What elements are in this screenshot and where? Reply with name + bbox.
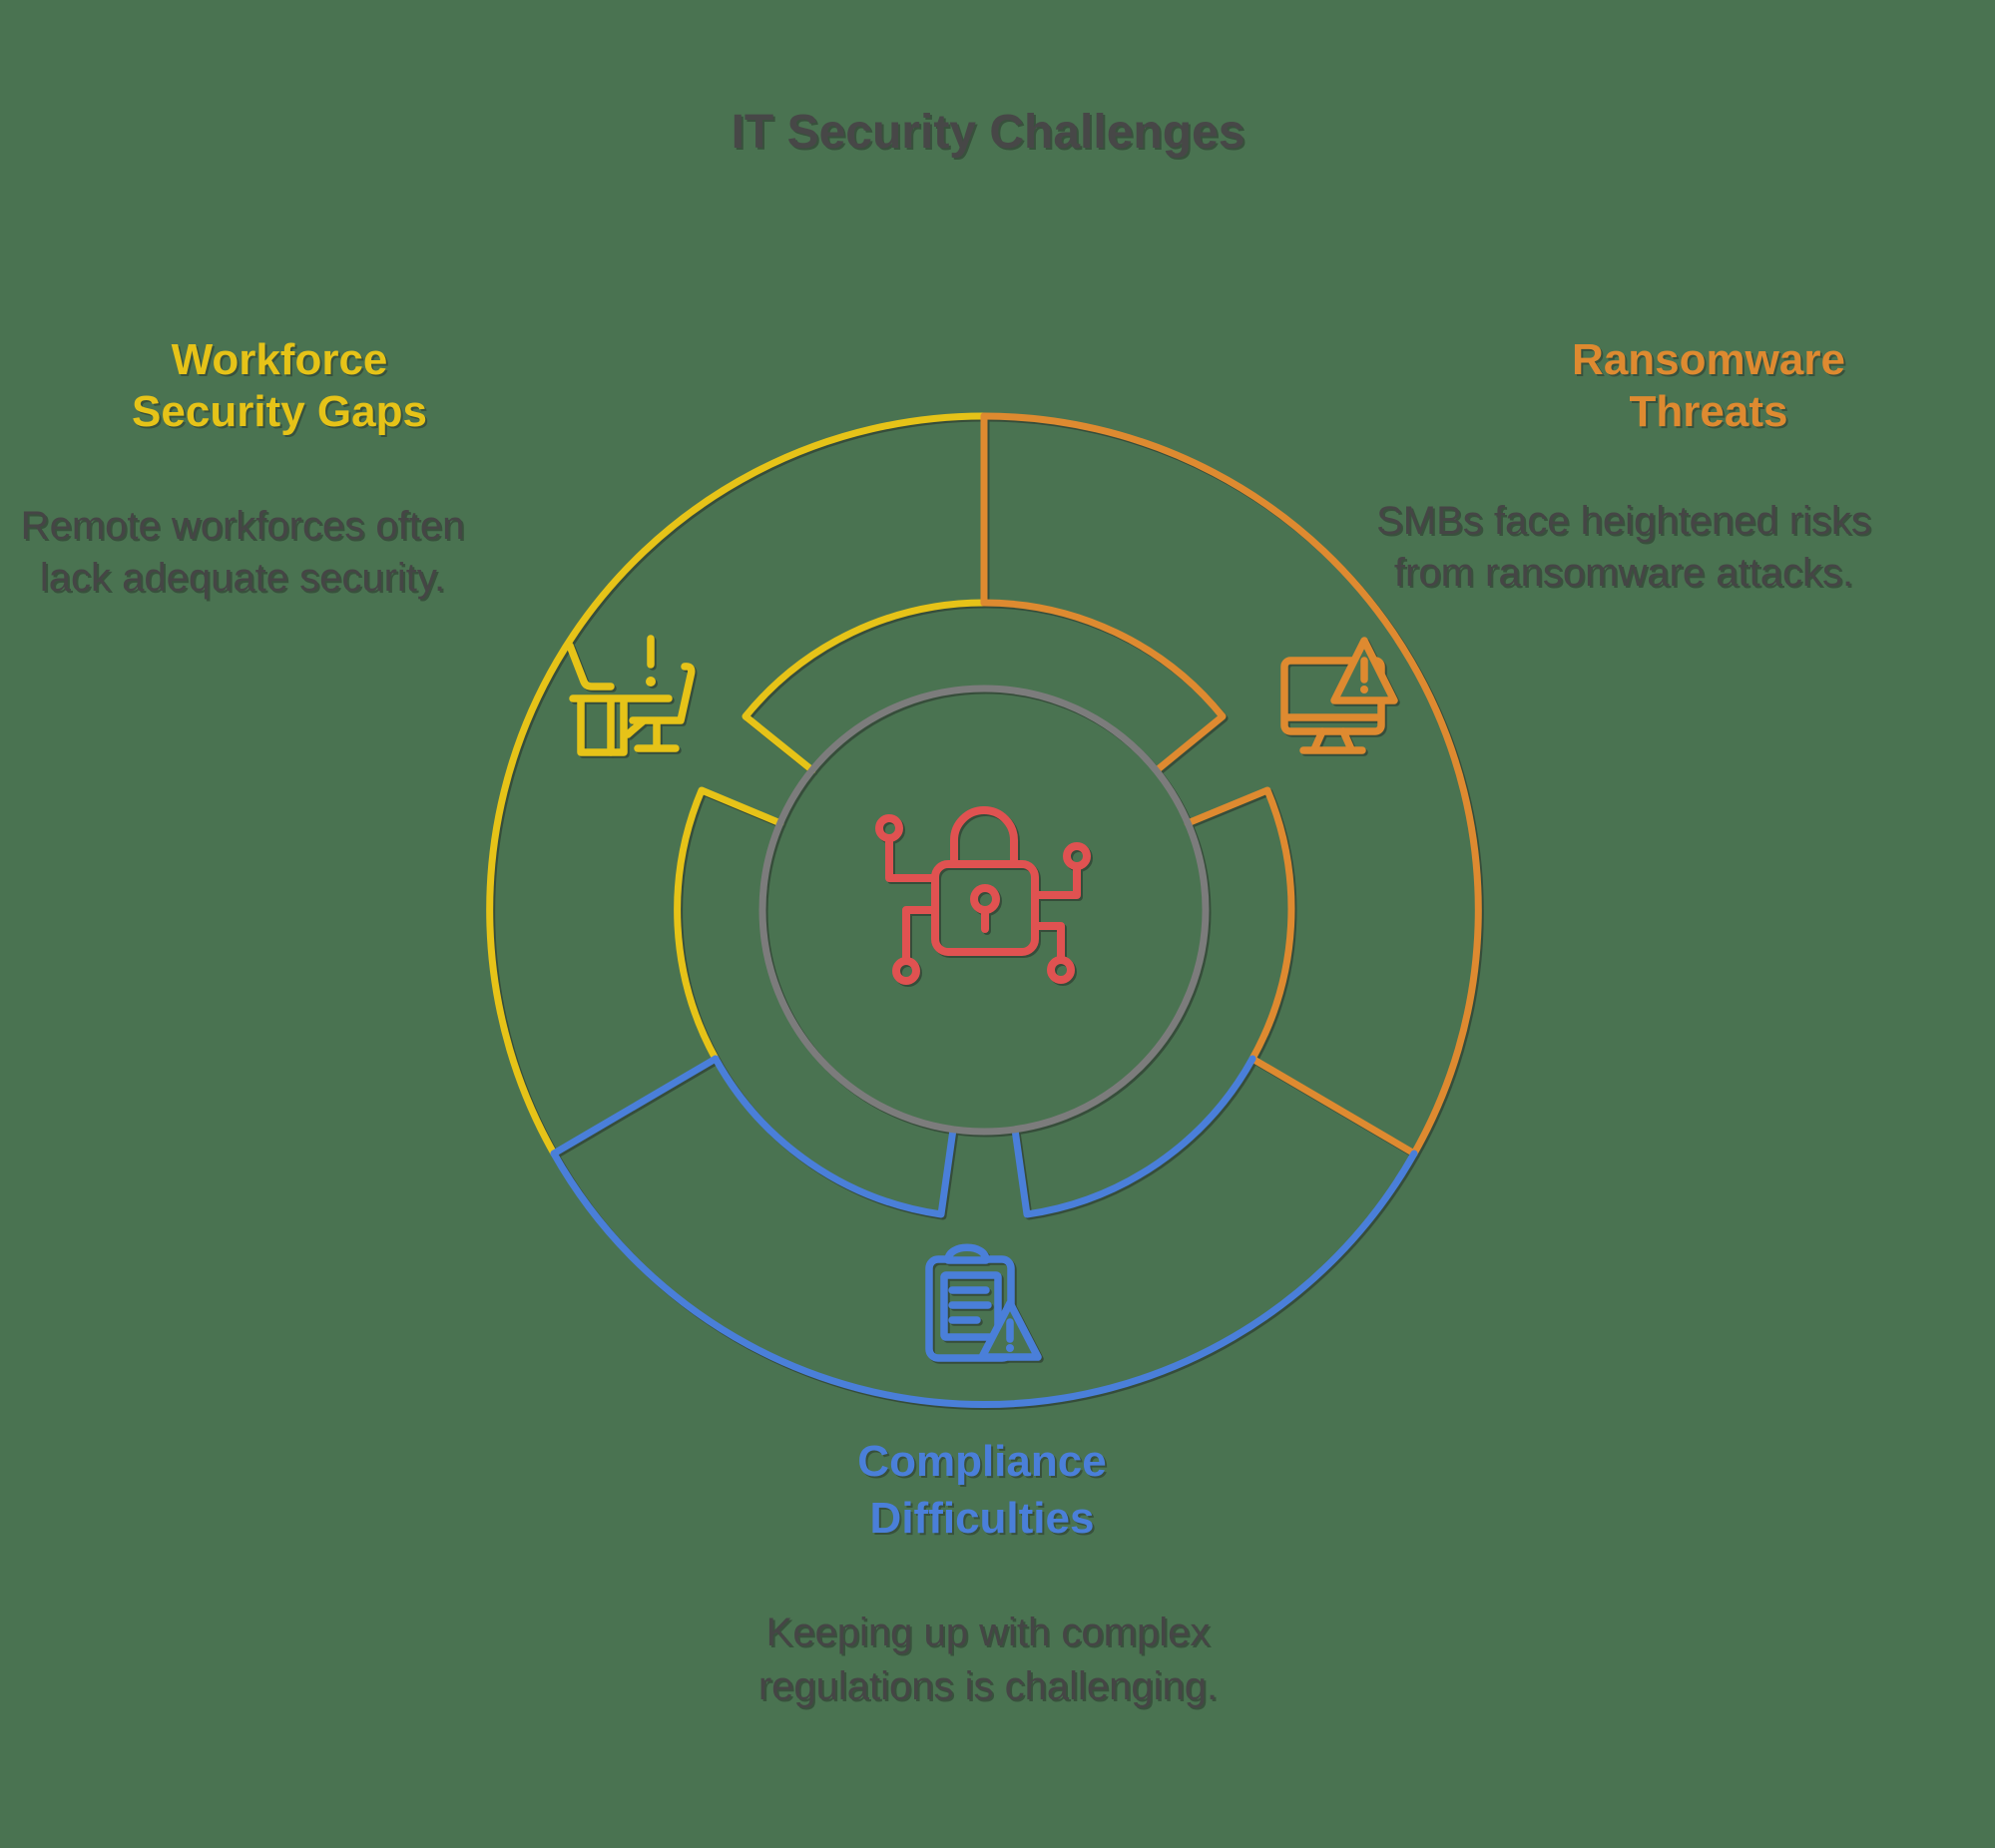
- monitor-warning-icon: [1280, 637, 1398, 754]
- description-line: SMBs face heightened risks: [1376, 499, 1871, 543]
- middle-arc-blue-left: [712, 1055, 957, 1218]
- circuit-node: [1047, 956, 1075, 984]
- page-title: IT Security Challenges: [731, 106, 1246, 159]
- middle-arc-yellow-lower: [674, 786, 784, 1063]
- heading-line: Security Gaps: [132, 387, 427, 436]
- warning-exclamation-dot: [1006, 1344, 1014, 1352]
- circuit-node: [1063, 842, 1091, 870]
- description-workforce: Remote workforces often lack adequate se…: [21, 500, 465, 604]
- divider-bottom-left: [550, 1055, 720, 1157]
- heading-line: Difficulties: [869, 1494, 1095, 1543]
- clipboard-text-lines: [948, 1286, 992, 1324]
- heading-line: Ransomware: [1572, 335, 1845, 384]
- clipboard-warning-icon: [925, 1243, 1042, 1362]
- description-compliance: Keeping up with complex regulations is c…: [758, 1606, 1218, 1713]
- circuit-node: [875, 814, 903, 842]
- heading-workforce: Workforce Security Gaps: [132, 334, 427, 438]
- chair-back-seat: [629, 663, 696, 724]
- description-line: regulations is challenging.: [757, 1664, 1219, 1708]
- desk-lamp: [566, 642, 615, 691]
- heading-ransomware: Ransomware Threats: [1572, 334, 1845, 438]
- inner-circle: [758, 685, 1210, 1136]
- middle-arc-yellow-upper: [742, 599, 988, 774]
- heading-line: Threats: [1629, 387, 1788, 436]
- segment-arc-ransomware: [980, 412, 1482, 1157]
- middle-arc-blue-right: [1011, 1055, 1256, 1218]
- heading-line: Compliance: [857, 1437, 1107, 1486]
- desk-legs: [577, 695, 628, 756]
- description-ransomware: SMBs face heightened risks from ransomwa…: [1376, 495, 1871, 599]
- circuit-traces: [885, 835, 1081, 963]
- outer-arc-blue: [550, 1150, 1418, 1408]
- desk-chair-alert-icon: [566, 635, 696, 756]
- heading-line: Workforce: [171, 335, 388, 384]
- lock-shackle: [950, 806, 1018, 868]
- clipboard-page: [940, 1271, 1002, 1341]
- clipboard-clip: [944, 1243, 990, 1264]
- alert-exclamation-dot: [646, 677, 656, 687]
- middle-arc-orange-upper: [980, 599, 1227, 774]
- segment-arc-workforce: [486, 412, 988, 1157]
- heading-compliance: Compliance Difficulties: [857, 1433, 1106, 1547]
- warning-exclamation-dot: [1360, 686, 1368, 693]
- middle-arc-orange-lower: [1184, 786, 1295, 1063]
- description-line: from ransomware attacks.: [1393, 551, 1854, 595]
- chair-strut: [624, 717, 647, 738]
- circuit-node: [892, 957, 920, 985]
- cyber-security-lock-icon: [875, 806, 1091, 985]
- outer-arc-orange: [980, 412, 1482, 1157]
- outer-arc-yellow: [486, 412, 988, 1157]
- description-line: Keeping up with complex: [765, 1611, 1211, 1654]
- description-line: lack adequate security.: [39, 556, 446, 600]
- segment-arc-compliance: [550, 1055, 1418, 1408]
- description-line: Remote workforces often: [20, 504, 465, 548]
- divider-bottom-right: [1248, 1055, 1418, 1157]
- monitor-stand: [1310, 727, 1355, 753]
